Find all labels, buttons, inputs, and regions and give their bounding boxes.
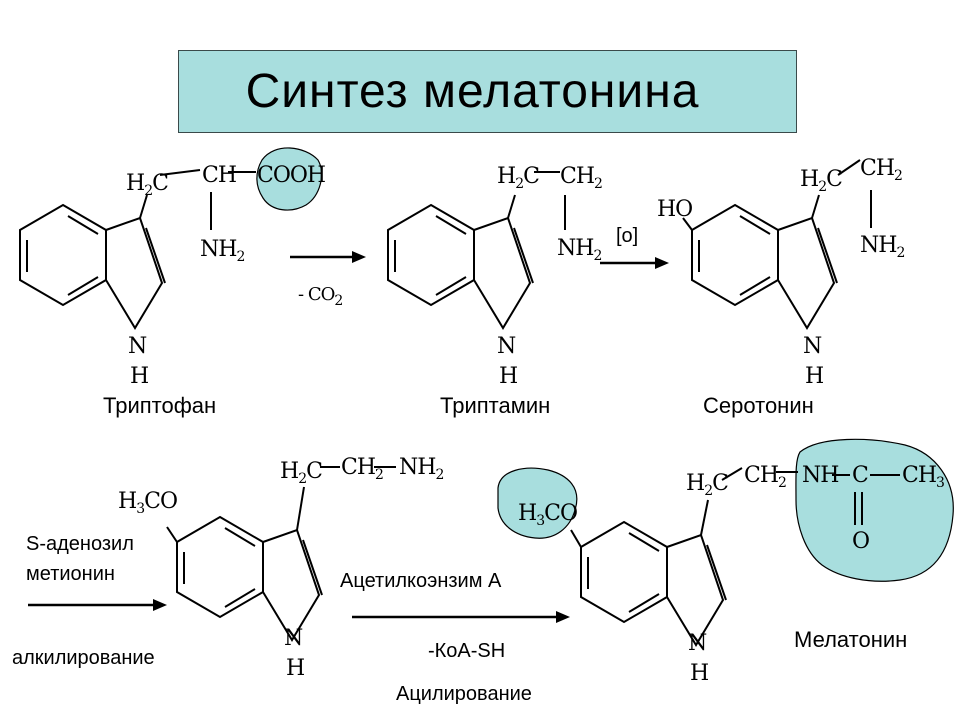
label-tryptophan: Триптофан <box>103 393 217 418</box>
tryptamine-ch2: CH2 <box>560 164 602 192</box>
tryptamine-structure <box>387 171 566 330</box>
acylation-arrow <box>352 611 570 623</box>
sam-label-line2: метионин <box>26 563 115 585</box>
methoxytryptamine-structure <box>166 466 396 642</box>
methoxytryptamine-h: H <box>286 656 304 681</box>
melatonin-nh: NH <box>802 463 838 488</box>
tryptamine-n: N <box>497 334 516 359</box>
methoxytryptamine-h2c: H2C <box>280 459 322 487</box>
melatonin-structure <box>570 467 900 647</box>
methoxy-highlight <box>497 467 578 539</box>
label-tryptamine: Триптамин <box>440 393 551 418</box>
tryptophan-h: H <box>130 364 148 389</box>
methoxytryptamine-nh2: NH2 <box>399 455 443 483</box>
melatonin-h3co: H3CO <box>518 501 577 529</box>
melatonin-ch2: CH2 <box>744 463 786 491</box>
oxidation-label: [o] <box>616 225 639 247</box>
melatonin-h: H <box>690 661 708 686</box>
serotonin-ho: HO <box>657 197 692 222</box>
serotonin-nh2: NH2 <box>860 233 904 261</box>
melatonin-c: C <box>852 463 868 488</box>
methoxytryptamine-h3co: H3CO <box>118 489 177 517</box>
tryptamine-h2c: H2C <box>497 164 539 192</box>
acetyl-coa-label: Ацетилкоэнзим А <box>340 570 502 592</box>
tryptophan-structure <box>19 169 256 330</box>
alkylation-label: алкилирование <box>12 647 155 669</box>
page-title: Синтез мелатонина <box>245 65 700 118</box>
tryptophan-cooh: COOH <box>257 163 325 188</box>
decarboxylation-arrow <box>290 251 366 263</box>
tryptamine-h: H <box>499 364 517 389</box>
tryptamine-nh2: NH2 <box>557 236 601 264</box>
serotonin-h: H <box>805 364 823 389</box>
methoxytryptamine-n: N <box>284 626 303 651</box>
tryptophan-h2c: H2C <box>126 171 168 199</box>
sam-label-line1: S-аденозил <box>26 533 134 555</box>
alkylation-arrow <box>28 599 167 611</box>
melatonin-n: N <box>688 631 707 656</box>
label-melatonin: Мелатонин <box>794 627 908 652</box>
decarboxylation-label: - CO2 <box>298 284 342 309</box>
serotonin-ch2: CH2 <box>860 156 902 184</box>
acetyl-highlight <box>795 438 954 582</box>
cooh-highlight <box>256 147 323 211</box>
serotonin-structure <box>682 159 872 330</box>
methoxytryptamine-ch2: CH2 <box>341 455 383 483</box>
tryptophan-ch: CH <box>202 163 236 188</box>
acylation-label: Ацилирование <box>396 683 532 705</box>
title-box: Синтез мелатонина <box>178 50 797 133</box>
melatonin-ch3: CH3 <box>902 463 944 491</box>
melatonin-h2c: H2C <box>686 471 728 499</box>
melatonin-o: O <box>852 529 869 554</box>
label-serotonin: Серотонин <box>703 393 814 418</box>
tryptophan-n: N <box>128 334 147 359</box>
serotonin-n: N <box>803 334 822 359</box>
coa-sh-label: -КоА-SH <box>428 640 506 662</box>
oxidation-arrow <box>600 257 669 269</box>
tryptophan-nh2: NH2 <box>200 237 244 265</box>
serotonin-h2c: H2C <box>800 167 842 195</box>
